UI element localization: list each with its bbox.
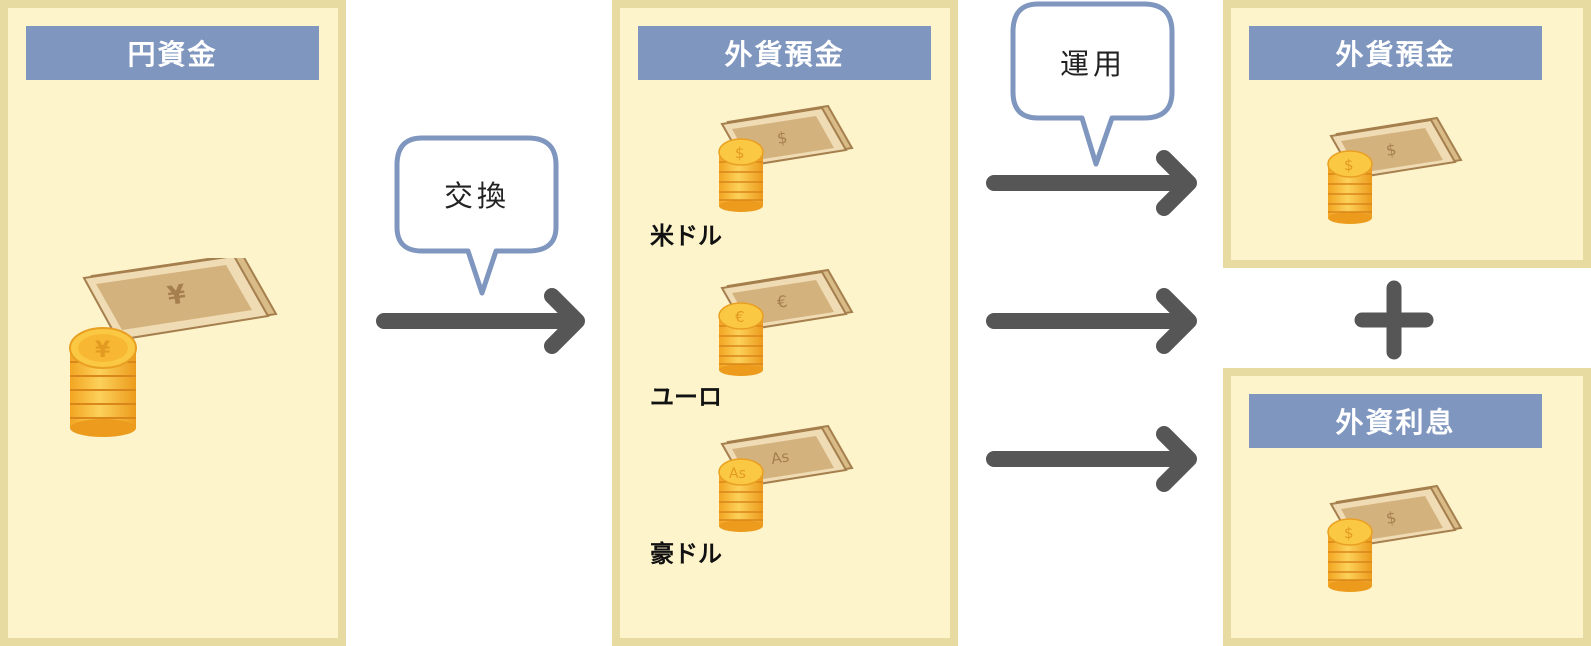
result-deposit-title: 外貨預金 [1249, 26, 1542, 80]
yen-bill-symbol: ¥ [165, 279, 188, 311]
exchange-label: 交換 [443, 179, 510, 213]
foreign-deposit-title: 外貨預金 [638, 26, 931, 80]
usd-bill-symbol: $ [776, 128, 789, 148]
exchange-arrow [376, 288, 585, 354]
invest-arrow-top [986, 150, 1197, 216]
foreign-deposit-panel: 外貨預金 $ $ 米ドル € € ユーロ As As 豪ドル [612, 0, 958, 646]
result-deposit-panel: 外貨預金 $ $ [1223, 0, 1591, 268]
eur-bill-symbol: € [776, 292, 789, 312]
usd-money-icon: $ $ [718, 104, 854, 212]
result-interest-bill-symbol: $ [1385, 508, 1398, 528]
eur-money-icon: € € [718, 268, 854, 376]
aud-coin-symbol: As [729, 466, 746, 482]
invest-arrow-bottom [986, 426, 1197, 492]
yen-funds-panel: 円資金 ¥ ¥ [0, 0, 346, 646]
yen-funds-title: 円資金 [26, 26, 319, 80]
result-deposit-coin-symbol: $ [1344, 156, 1354, 174]
invest-arrow-middle [986, 288, 1197, 354]
plus-icon [1354, 280, 1434, 360]
result-interest-title: 外資利息 [1249, 394, 1542, 448]
usd-label: 米ドル [650, 222, 722, 250]
result-interest-money-icon: $ $ [1327, 484, 1463, 592]
exchange-bubble [394, 135, 559, 296]
result-interest-coin-symbol: $ [1344, 524, 1354, 542]
eur-label: ユーロ [650, 383, 722, 411]
usd-coin-symbol: $ [735, 144, 745, 162]
invest-label: 運用 [1059, 47, 1126, 81]
aud-bill-symbol: As [770, 447, 791, 468]
result-deposit-money-icon: $ $ [1327, 116, 1463, 224]
aud-label: 豪ドル [650, 540, 722, 568]
invest-bubble [1010, 1, 1175, 167]
yen-coin-symbol: ¥ [95, 338, 111, 363]
yen-money-icon: ¥ ¥ [69, 258, 278, 437]
result-interest-panel: 外資利息 $ $ [1223, 368, 1591, 646]
eur-coin-symbol: € [735, 308, 745, 326]
aud-money-icon: As As [718, 424, 854, 532]
result-deposit-bill-symbol: $ [1385, 140, 1398, 160]
